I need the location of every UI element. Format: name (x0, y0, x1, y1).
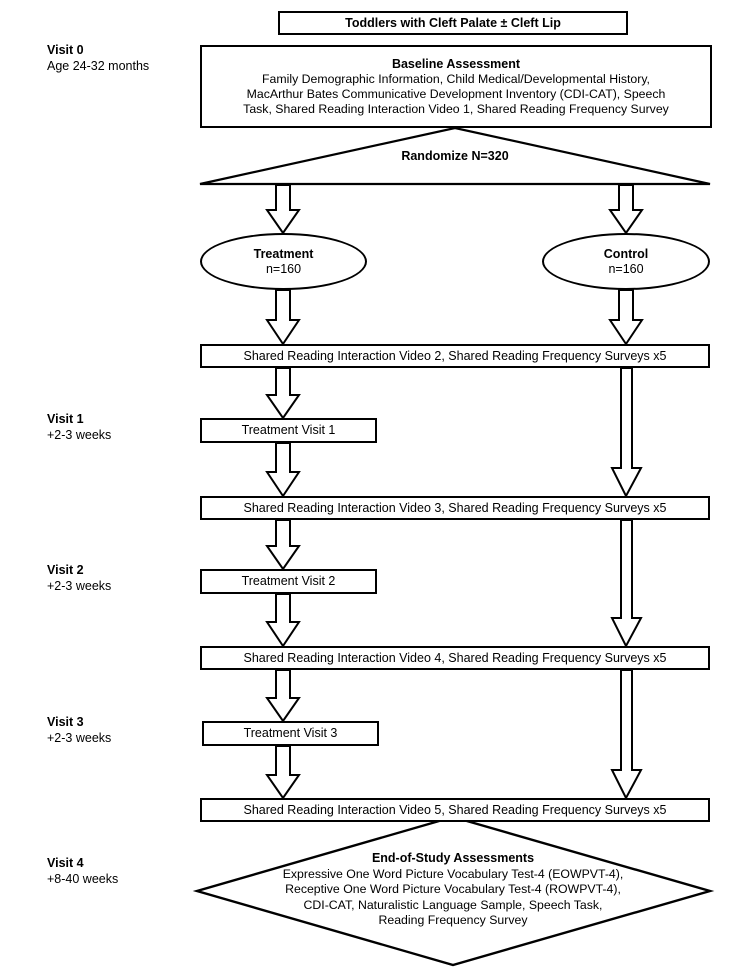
shared-reading-bar-2: Shared Reading Interaction Video 3, Shar… (200, 496, 710, 520)
treatment-arm-count: n=160 (265, 261, 302, 276)
visit-label-0: Visit 0 Age 24-32 months (47, 42, 149, 74)
shared-reading-bar-label: Shared Reading Interaction Video 2, Shar… (243, 348, 667, 363)
arrow-control-to-bar1 (608, 289, 644, 346)
end-of-study-text: End-of-Study Assessments Expressive One … (213, 851, 693, 929)
shared-reading-bar-label: Shared Reading Interaction Video 5, Shar… (243, 802, 667, 817)
shared-reading-bar-4: Shared Reading Interaction Video 5, Shar… (200, 798, 710, 822)
arrow-control-bar2-to-bar3 (610, 519, 643, 649)
arrow-randomize-to-treatment (265, 184, 301, 235)
visit-subtitle: Age 24-32 months (47, 59, 150, 73)
shared-reading-bar-3: Shared Reading Interaction Video 4, Shar… (200, 646, 710, 670)
treatment-visit-label: Treatment Visit 3 (243, 726, 338, 740)
top-population-label: Toddlers with Cleft Palate ± Cleft Lip (345, 15, 561, 30)
visit-subtitle: +8-40 weeks (47, 872, 119, 886)
baseline-line-2: MacArthur Bates Communicative Developmen… (246, 86, 666, 101)
treatment-arm-ellipse: Treatment n=160 (200, 233, 367, 290)
baseline-line-3: Task, Shared Reading Interaction Video 1… (243, 101, 669, 116)
baseline-title: Baseline Assessment (391, 56, 521, 71)
treatment-visit-1-box: Treatment Visit 1 (200, 418, 377, 443)
top-population-box: Toddlers with Cleft Palate ± Cleft Lip (278, 11, 628, 35)
visit-label-1: Visit 1 +2-3 weeks (47, 411, 111, 443)
arrow-bar1-to-treatment-visit-1 (265, 367, 301, 420)
control-arm-title: Control (603, 246, 649, 261)
arrow-treatment-visit-1-to-bar2 (265, 442, 301, 498)
shared-reading-bar-1: Shared Reading Interaction Video 2, Shar… (200, 344, 710, 368)
visit-label-4: Visit 4 +8-40 weeks (47, 855, 118, 887)
end-of-study-line-3: CDI-CAT, Naturalistic Language Sample, S… (303, 897, 603, 912)
end-of-study-line-2: Receptive One Word Picture Vocabulary Te… (285, 882, 621, 896)
treatment-visit-2-box: Treatment Visit 2 (200, 569, 377, 594)
visit-subtitle: +2-3 weeks (47, 579, 112, 593)
arrow-bar2-to-treatment-visit-2 (265, 519, 301, 571)
randomize-label: Randomize N=320 (401, 149, 509, 163)
visit-title: Visit 3 (47, 715, 84, 729)
treatment-visit-3-box: Treatment Visit 3 (202, 721, 379, 746)
visit-title: Visit 4 (47, 856, 84, 870)
treatment-visit-label: Treatment Visit 1 (241, 423, 336, 437)
arrow-treatment-visit-2-to-bar3 (265, 593, 301, 648)
baseline-line-1: Family Demographic Information, Child Me… (262, 71, 650, 86)
arrow-control-bar1-to-bar2 (610, 367, 643, 499)
arrow-randomize-to-control (608, 184, 644, 235)
visit-label-2: Visit 2 +2-3 weeks (47, 562, 111, 594)
control-arm-ellipse: Control n=160 (542, 233, 710, 290)
end-of-study-title: End-of-Study Assessments (371, 851, 535, 865)
treatment-arm-title: Treatment (253, 246, 314, 261)
arrow-treatment-to-bar1 (265, 289, 301, 346)
visit-title: Visit 1 (47, 412, 84, 426)
end-of-study-line-1: Expressive One Word Picture Vocabulary T… (282, 866, 624, 881)
treatment-visit-label: Treatment Visit 2 (241, 574, 336, 588)
shared-reading-bar-label: Shared Reading Interaction Video 4, Shar… (243, 650, 667, 665)
visit-label-3: Visit 3 +2-3 weeks (47, 714, 111, 746)
shared-reading-bar-label: Shared Reading Interaction Video 3, Shar… (243, 500, 667, 515)
visit-subtitle: +2-3 weeks (47, 731, 112, 745)
arrow-control-bar3-to-bar4 (610, 669, 643, 801)
visit-title: Visit 2 (47, 563, 84, 577)
visit-title: Visit 0 (47, 43, 84, 57)
control-arm-count: n=160 (608, 261, 644, 276)
baseline-assessment-box: Baseline Assessment Family Demographic I… (200, 45, 712, 128)
visit-subtitle: +2-3 weeks (47, 428, 112, 442)
arrow-bar3-to-treatment-visit-3 (265, 669, 301, 723)
end-of-study-line-4: Reading Frequency Survey (378, 913, 528, 927)
arrow-treatment-visit-3-to-bar4 (265, 745, 301, 800)
